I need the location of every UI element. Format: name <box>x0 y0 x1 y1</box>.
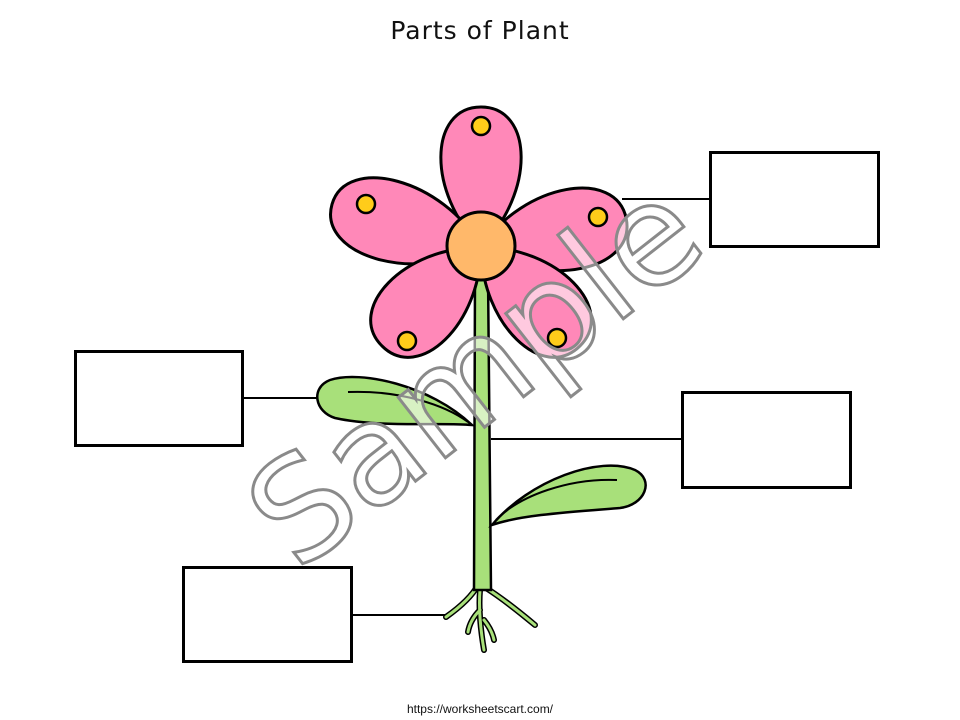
source-url: https://worksheetscart.com/ <box>406 702 554 716</box>
label-box-flower[interactable] <box>709 151 880 248</box>
roots <box>443 582 538 653</box>
worksheet-title: Parts of Plant <box>390 16 570 45</box>
petal-dots <box>355 115 609 352</box>
label-box-leaf[interactable] <box>74 350 244 447</box>
label-box-stem[interactable] <box>681 391 852 489</box>
petal-lower-left <box>369 245 483 359</box>
right-leaf <box>488 464 647 528</box>
label-box-root[interactable] <box>182 566 353 663</box>
petal-top <box>439 105 523 250</box>
petal-lower-right <box>479 245 593 359</box>
flower-center <box>445 210 517 282</box>
left-leaf <box>316 375 476 427</box>
